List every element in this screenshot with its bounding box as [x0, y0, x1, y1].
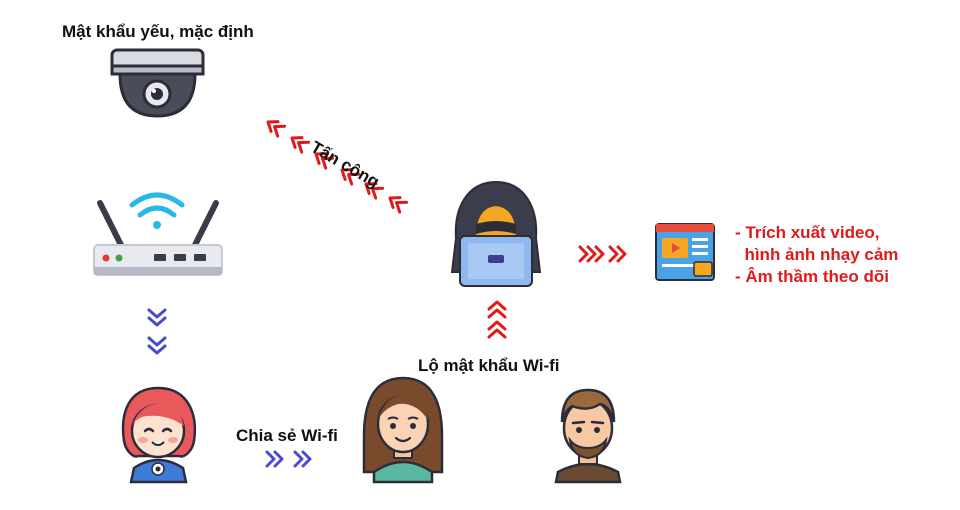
right-arrows-icon [265, 450, 312, 468]
outcome-item: - Trích xuất video, [735, 223, 880, 242]
attack-arrows-icon [266, 120, 409, 214]
down-arrows-icon [147, 308, 167, 355]
hacker-icon [450, 180, 542, 287]
leak-label: Lộ mật khẩu Wi-fi [418, 356, 560, 375]
outcome-item: hình ảnh nhạy cảm [735, 245, 899, 264]
wifi-router-icon [93, 192, 223, 276]
up-arrows-icon [487, 300, 507, 339]
outcome-list: - Trích xuất video, hình ảnh nhạy cảm - … [735, 222, 898, 288]
camera-label: Mật khẩu yếu, mặc định [62, 22, 254, 41]
right-red-arrows-icon [578, 245, 627, 263]
outcome-item: - Âm thầm theo dõi [735, 267, 889, 286]
video-screen-icon [655, 223, 715, 281]
girl-user-icon [121, 386, 197, 484]
man-user-icon [554, 388, 622, 484]
share-wifi-label: Chia sẻ Wi-fi [236, 426, 338, 445]
security-camera-icon [110, 48, 205, 118]
woman-user-icon [362, 376, 444, 484]
